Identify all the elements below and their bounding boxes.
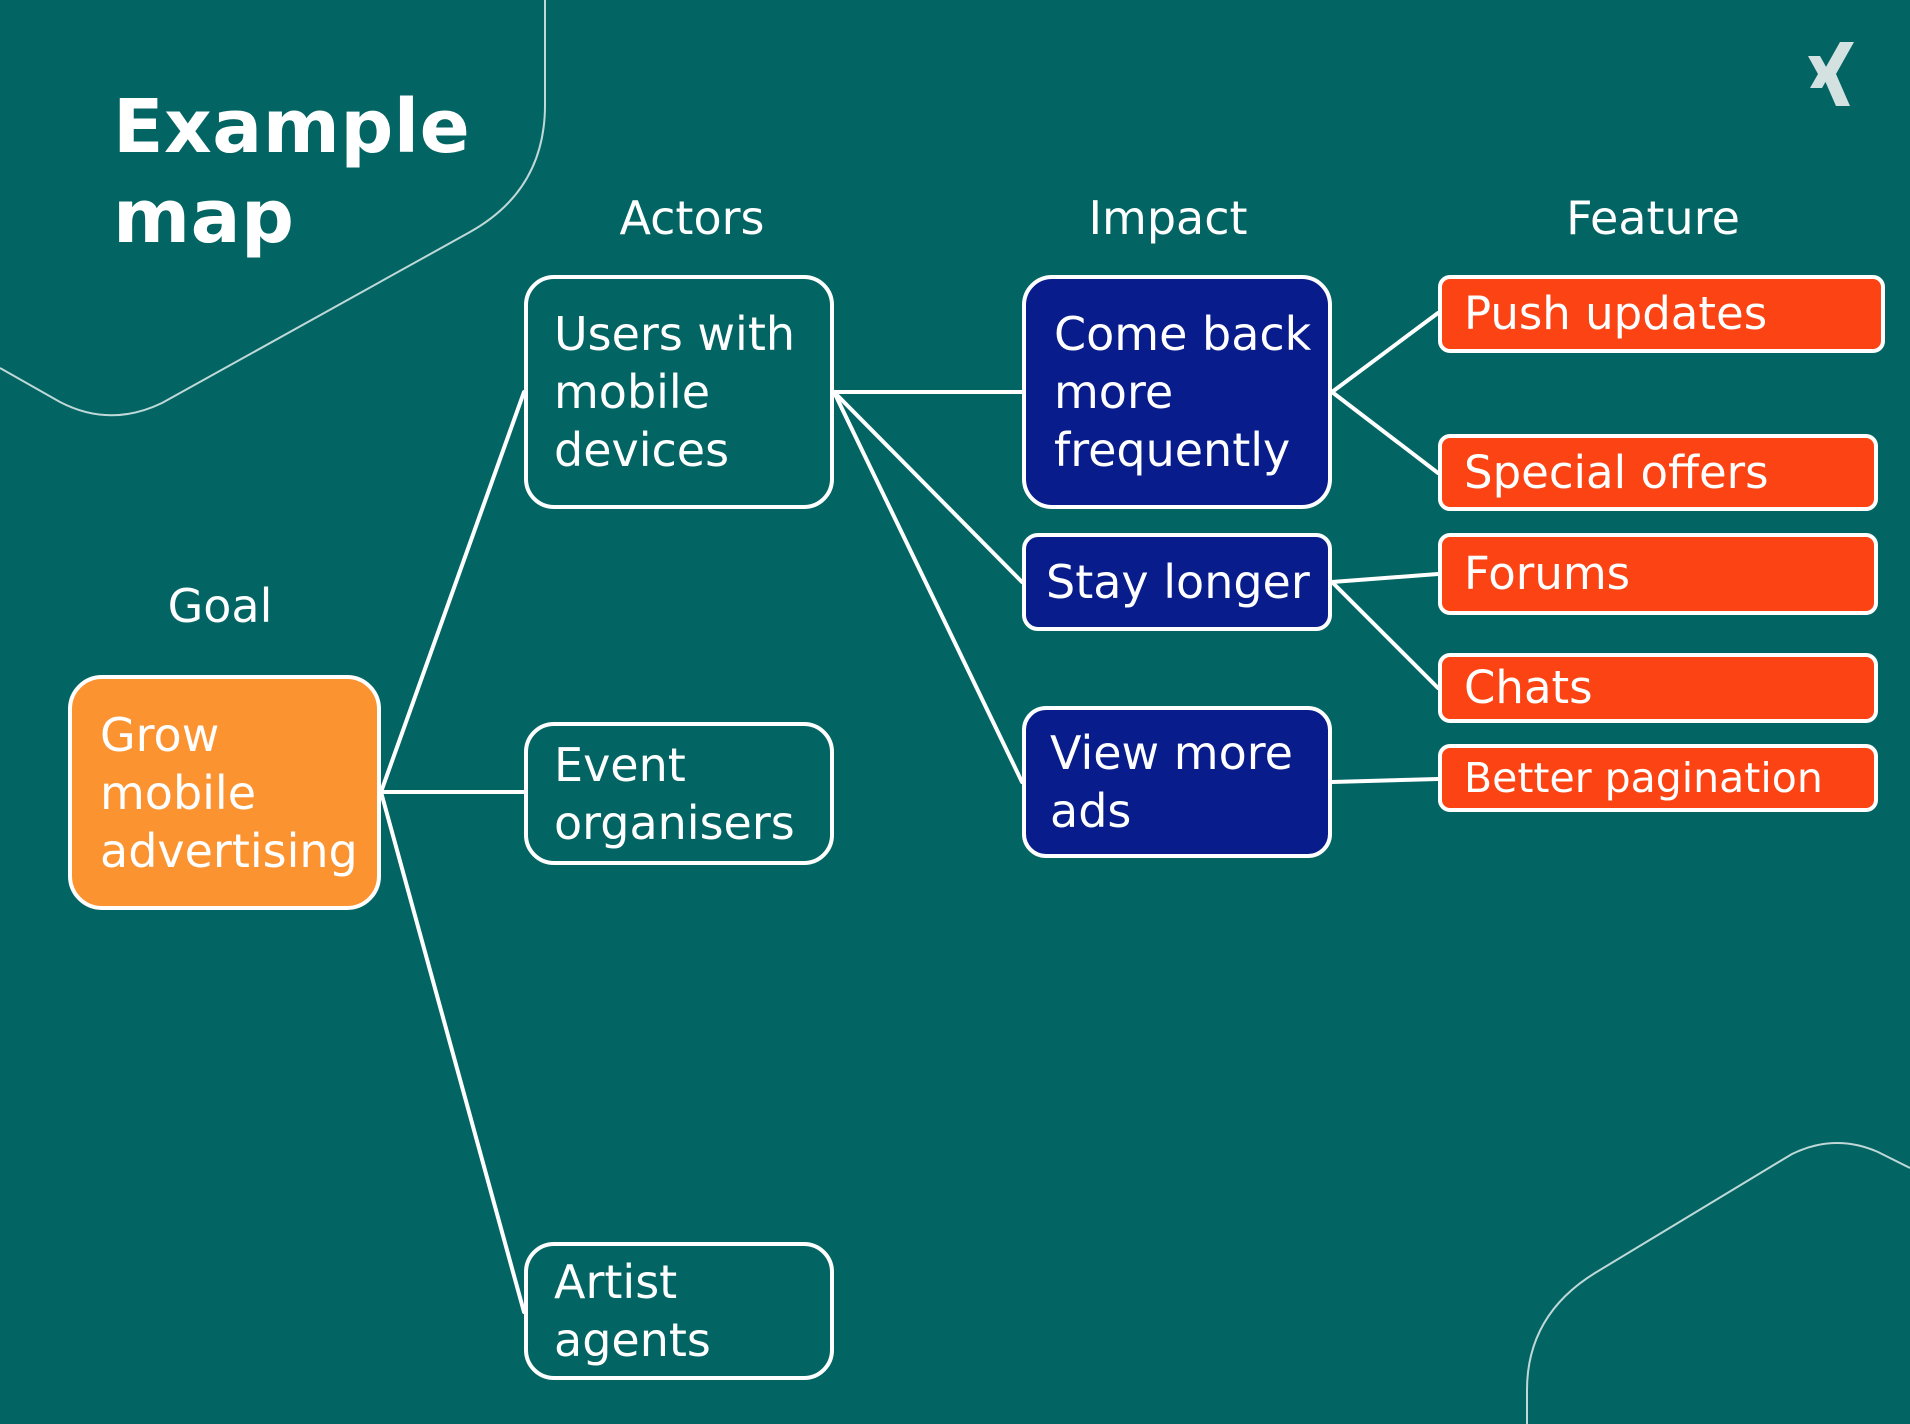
impact-node-viewads: View more ads — [1022, 706, 1332, 858]
impact-node-staylonger: Stay longer — [1022, 533, 1332, 631]
goal-node: Grow mobile advertising — [68, 675, 381, 910]
connector-users-viewads — [832, 390, 1024, 784]
impact-label: Come back more frequently — [1054, 307, 1312, 477]
feature-node-offers: Special offers — [1438, 434, 1878, 511]
actor-node-users: Users with mobile devices — [524, 275, 834, 509]
connector-users-staylonger — [832, 390, 1024, 584]
goal-label: Grow mobile advertising — [100, 707, 358, 878]
impact-label: View more ads — [1050, 726, 1293, 838]
impact-node-comeback: Come back more frequently — [1022, 275, 1332, 509]
actor-label: Event organisers — [554, 737, 795, 850]
actor-label: Users with mobile devices — [554, 307, 796, 477]
feature-header: Feature — [1566, 191, 1740, 245]
actor-node-agents: Artist agents — [524, 1242, 834, 1380]
feature-node-pagination: Better pagination — [1438, 744, 1878, 812]
feature-label: Special offers — [1464, 445, 1769, 499]
connector-goal-agents — [379, 790, 526, 1314]
actor-node-organisers: Event organisers — [524, 722, 834, 865]
xing-logo-icon — [1808, 42, 1854, 106]
connector-goal-users — [379, 390, 526, 794]
feature-label: Chats — [1464, 661, 1593, 714]
feature-label: Forums — [1464, 547, 1631, 600]
actors-header: Actors — [619, 191, 765, 245]
actor-label: Artist agents — [554, 1255, 711, 1367]
connector-comeback-push — [1330, 311, 1440, 394]
bottom-right-outline — [1526, 1142, 1910, 1424]
impact-label: Stay longer — [1046, 555, 1310, 609]
top-left-outline — [0, 0, 546, 417]
connector-staylonger-forums — [1330, 572, 1440, 584]
feature-label: Push updates — [1464, 287, 1768, 340]
feature-node-forums: Forums — [1438, 533, 1878, 615]
connector-staylonger-chats — [1330, 580, 1440, 690]
connector-comeback-offers — [1330, 390, 1440, 475]
connector-viewads-pagination — [1330, 777, 1440, 784]
feature-node-push: Push updates — [1438, 275, 1885, 353]
feature-node-chats: Chats — [1438, 653, 1878, 723]
impact-header: Impact — [1088, 191, 1248, 245]
page-title: Example map — [113, 84, 471, 260]
feature-label: Better pagination — [1464, 754, 1823, 802]
goal-header: Goal — [167, 579, 273, 633]
